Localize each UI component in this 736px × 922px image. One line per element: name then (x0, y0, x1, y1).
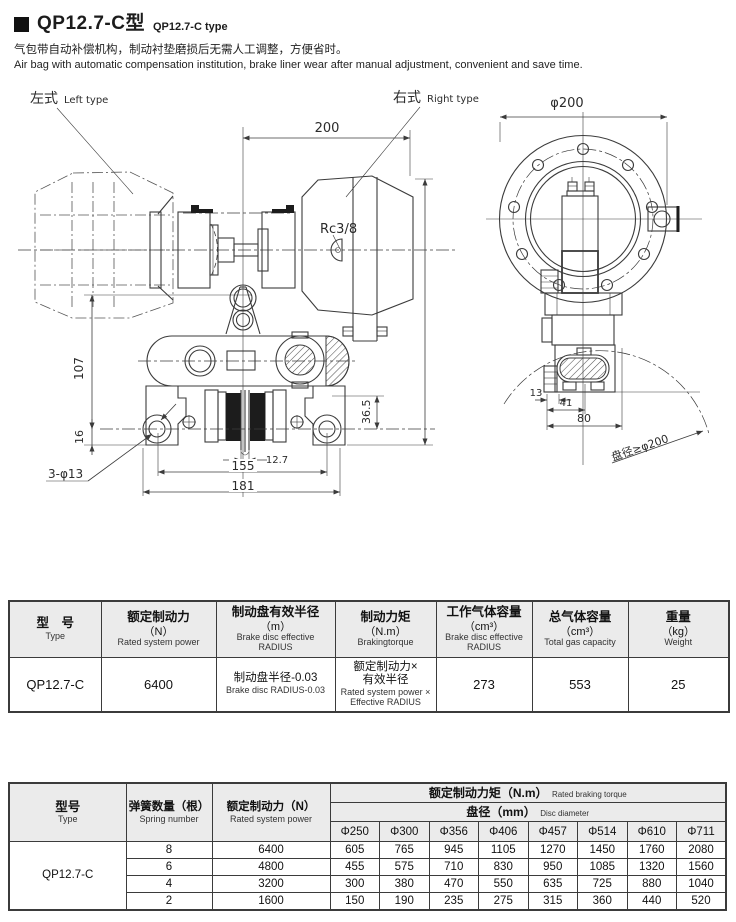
t1-cell-type: QP12.7-C (8, 656, 102, 713)
brake-pad-left (226, 393, 241, 441)
t1-header-working-gas: 工作气体容量 （cm³） Brake disc effective RADIUS (435, 600, 533, 658)
dim-41: 41 (560, 398, 573, 409)
t1-cell-radius: 制动盘半径-0.03 Brake disc RADIUS-0.03 (215, 656, 336, 713)
t1-cell-weight: 25 (627, 656, 730, 713)
t2-dia-col: Φ300 (379, 821, 430, 842)
t2-cell-type: QP12.7-C (8, 841, 127, 910)
description-cn: 气包带自动补偿机构，制动衬垫磨损后无需人工调整，方便省时。 (14, 44, 348, 56)
torque-table: 型号 Type 弹簧数量（根） Spring number 额定制动力（N） R… (8, 782, 727, 911)
t1-header-rated-power: 额定制动力 （N） Rated system power (100, 600, 217, 658)
dim-holes: 3-φ13 (48, 467, 83, 481)
left-type-label-cn: 左式 (30, 91, 58, 107)
left-side-view: 左式 Left type 右式 Right type 200 (18, 90, 479, 497)
t2-header-group: 额定制动力矩（N.m） Rated braking torque (329, 782, 727, 803)
dim-phi200: φ200 (550, 96, 583, 111)
dim-200: 200 (315, 121, 340, 136)
t2-header-type: 型号 Type (8, 782, 127, 842)
t2-header-power: 额定制动力（N） Rated system power (211, 782, 331, 842)
t2-dia-col: Φ356 (428, 821, 479, 842)
t2-dia-col: Φ457 (527, 821, 578, 842)
t1-cell-total-gas: 553 (531, 656, 629, 713)
page-title-en: QP12.7-C type (152, 21, 228, 33)
dim-181: 181 (232, 479, 255, 493)
disc-note: 盘径≥φ200 (609, 431, 670, 464)
spec-table-main: 型 号 Type 额定制动力 （N） Rated system power 制动… (8, 600, 730, 713)
clamp-left (191, 205, 213, 213)
port-label: Rc3/8 (320, 222, 357, 237)
page-header: QP12.7-C型 QP12.7-C type 气包带自动补偿机构，制动衬垫磨损… (14, 8, 722, 71)
right-type-label-en: Right type (427, 94, 479, 105)
t2-header-spring: 弹簧数量（根） Spring number (125, 782, 213, 842)
brake-pad-right (250, 393, 265, 441)
t2-dia-col: Φ514 (577, 821, 628, 842)
t1-cell-working-gas: 273 (435, 656, 533, 713)
title-square-icon (14, 17, 29, 32)
technical-drawing: 左式 Left type 右式 Right type 200 (18, 90, 710, 497)
dim-13: 13 (530, 388, 543, 399)
t1-header-effective-radius: 制动盘有效半径 （m） Brake disc effective RADIUS (215, 600, 336, 658)
dim-80: 80 (577, 412, 591, 425)
t2-row: 4 3200 300 380 470 550 635 725 880 1040 (9, 875, 727, 893)
t1-header-total-gas: 总气体容量 （cm³） Total gas capacity (531, 600, 629, 658)
dim-12-7: 12.7 (266, 455, 288, 466)
right-type-label-cn: 右式 (393, 90, 421, 106)
t2-header-disc-diameter: 盘径（mm） Disc diameter (329, 802, 727, 822)
t2-dia-col: Φ610 (626, 821, 677, 842)
t1-header-type: 型 号 Type (8, 600, 102, 658)
right-front-view: φ200 (486, 96, 710, 465)
t2-dia-col: Φ406 (478, 821, 529, 842)
dim-16: 16 (73, 430, 86, 444)
description-en: Air bag with automatic compensation inst… (14, 59, 583, 71)
t1-header-braking-torque: 制动力矩 （N.m） Brakingtorque (334, 600, 437, 658)
t1-cell-rated-power: 6400 (100, 656, 217, 713)
left-type-label-en: Left type (64, 95, 108, 106)
t1-cell-torque: 额定制动力× 有效半径 Rated system power × Effecti… (334, 656, 437, 713)
dim-107: 107 (72, 357, 86, 380)
page-title: QP12.7-C型 (37, 13, 145, 34)
clamp-right (272, 205, 294, 213)
t2-dia-col: Φ250 (329, 821, 380, 842)
t1-header-weight: 重量 （kg） Weight (627, 600, 730, 658)
t2-row: QP12.7-C 8 6400 605 765 945 1105 1270 14… (8, 841, 727, 910)
t2-dia-col: Φ711 (676, 821, 727, 842)
t2-row: 2 1600 150 190 235 275 315 360 440 520 (9, 892, 727, 910)
dim-36-5: 36.5 (360, 400, 373, 425)
dim-155: 155 (232, 459, 255, 473)
